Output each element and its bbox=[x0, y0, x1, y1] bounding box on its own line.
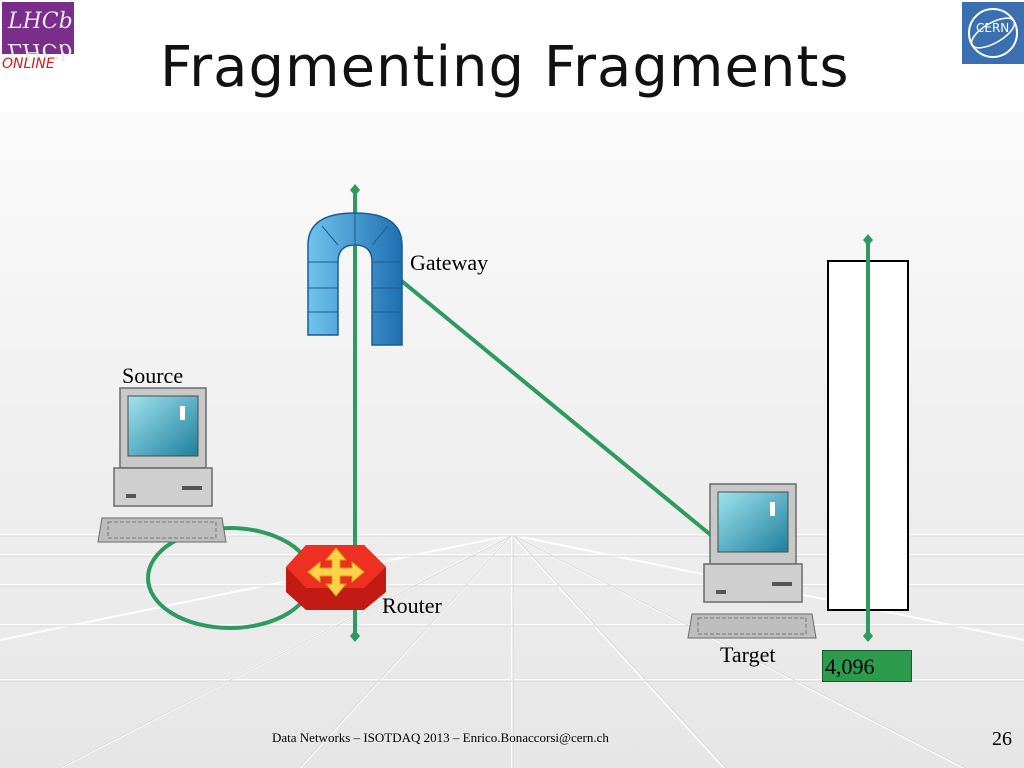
svg-text:LHCb: LHCb bbox=[7, 38, 73, 63]
gateway-target-link bbox=[396, 276, 714, 538]
target-label: Target bbox=[720, 642, 776, 667]
page-title: Fragmenting Fragments bbox=[160, 35, 850, 100]
svg-text:LHCb: LHCb bbox=[7, 9, 73, 34]
gateway-label: Gateway bbox=[410, 250, 489, 275]
slide-footer: Data Networks – ISOTDAQ 2013 – Enrico.Bo… bbox=[272, 730, 609, 745]
lhcb-online-logo-icon: LHCb LHCb ONLINE bbox=[0, 0, 76, 72]
source-label: Source bbox=[122, 363, 184, 388]
fragment-counter: 4,096 bbox=[822, 650, 912, 682]
target-computer-icon bbox=[687, 483, 817, 639]
svg-text:ONLINE: ONLINE bbox=[2, 56, 55, 72]
page-number: 26 bbox=[992, 728, 1012, 750]
cern-logo-icon: CERN bbox=[962, 2, 1024, 64]
router-label: Router bbox=[382, 593, 442, 618]
source-computer-icon bbox=[97, 387, 227, 543]
router-icon bbox=[286, 545, 386, 610]
svg-text:CERN: CERN bbox=[976, 21, 1009, 35]
gateway-arch-icon bbox=[307, 212, 403, 346]
